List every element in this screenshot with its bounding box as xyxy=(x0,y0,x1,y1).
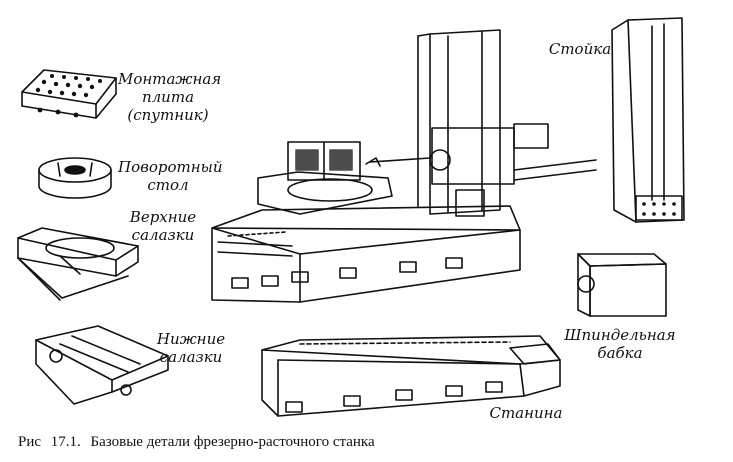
label-line: Нижние xyxy=(156,330,226,348)
label-line: салазки xyxy=(159,348,223,366)
label-column: Стойка xyxy=(548,40,612,58)
label-line: салазки xyxy=(131,226,195,244)
column-drawing xyxy=(611,17,685,223)
label-line: Поворотный xyxy=(118,158,223,176)
label-bed: Станина xyxy=(486,404,566,422)
label-line: бабка xyxy=(597,344,643,362)
label-upper-slide: Верхние салазки xyxy=(118,208,208,244)
label-line: Верхние xyxy=(129,208,197,226)
figure-caption: Рис 17.1. Базовые детали фрезерно-расточ… xyxy=(18,434,375,451)
label-line: плита xyxy=(141,88,195,106)
label-line: Шпиндельная xyxy=(564,326,676,344)
label-line: стол xyxy=(147,176,189,194)
caption-prefix: Рис xyxy=(18,434,42,450)
label-line: Станина xyxy=(489,404,563,422)
mounting-plate-drawing xyxy=(21,69,117,119)
upper-slide-drawing xyxy=(17,227,139,301)
label-lower-slide: Нижние салазки xyxy=(146,330,236,366)
caption-number: 17.1. xyxy=(50,434,81,450)
label-line: (спутник) xyxy=(127,106,209,124)
label-rotary-table: Поворотный стол xyxy=(118,158,223,194)
label-line: Монтажная xyxy=(118,70,222,88)
label-mounting-plate: Монтажная плита (спутник) xyxy=(118,70,222,124)
caption-text: Базовые детали фрезерно-расточного станк… xyxy=(90,434,375,450)
spindle-head-drawing xyxy=(577,253,667,317)
bed-drawing xyxy=(261,335,561,417)
rotary-table-drawing xyxy=(38,157,112,199)
lower-slide-drawing xyxy=(35,325,169,405)
assembled-machine-drawing xyxy=(211,29,597,303)
label-spindle-head: Шпиндельная бабка xyxy=(560,326,680,362)
label-line: Стойка xyxy=(548,40,612,58)
